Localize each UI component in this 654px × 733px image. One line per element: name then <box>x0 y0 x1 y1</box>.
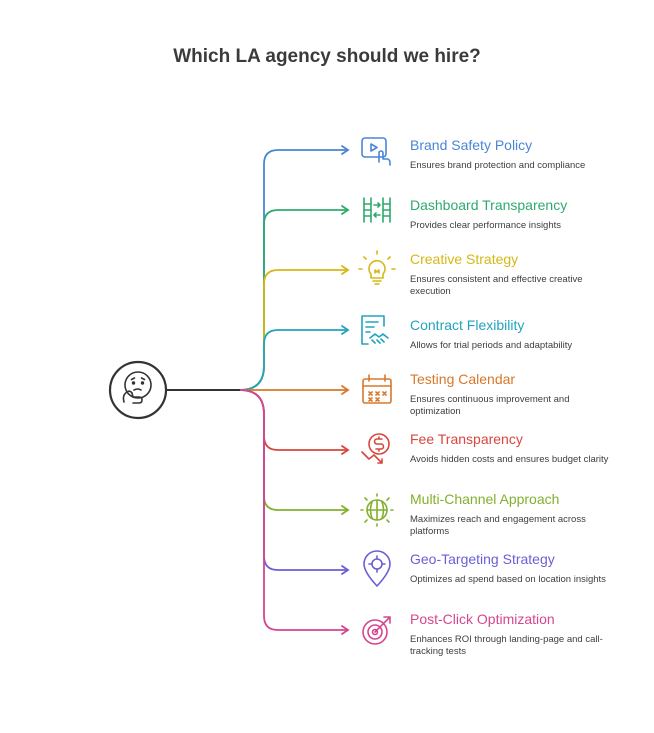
branch-line <box>239 389 348 571</box>
branch-line <box>239 209 348 391</box>
calendar-icon <box>362 374 392 404</box>
item-title: Creative Strategy <box>410 251 519 267</box>
item-description: Ensures brand protection and compliance <box>410 160 586 171</box>
arrowhead <box>341 565 350 575</box>
arrowhead <box>341 445 350 455</box>
item-icons <box>358 137 396 645</box>
item-title: Post-Click Optimization <box>410 611 555 627</box>
arrowhead <box>341 205 350 215</box>
branch-line <box>239 389 348 631</box>
arrowhead <box>341 265 350 275</box>
item-title: Brand Safety Policy <box>410 137 533 153</box>
thinking-face-icon <box>122 371 152 404</box>
item-title: Multi-Channel Approach <box>410 491 560 507</box>
item-description: Allows for trial periods and adaptabilit… <box>410 340 573 351</box>
arrowhead <box>341 505 350 515</box>
globe-icon <box>360 493 394 527</box>
item-title: Geo-Targeting Strategy <box>410 551 555 567</box>
arrowhead <box>341 145 350 155</box>
item-title: Fee Transparency <box>410 431 523 447</box>
arrowhead <box>341 385 350 395</box>
branch-line <box>239 329 348 391</box>
item-title: Testing Calendar <box>410 371 516 387</box>
item-title: Dashboard Transparency <box>410 197 568 213</box>
contract-handshake-icon <box>361 315 389 345</box>
video-tap-icon <box>361 137 391 166</box>
dollar-down-icon <box>361 433 390 464</box>
branch-line <box>239 389 348 451</box>
branch-lines <box>166 145 350 635</box>
item-description: Ensures consistent and effective creativ… <box>410 274 583 297</box>
arrowhead <box>341 625 350 635</box>
arrowhead <box>341 325 350 335</box>
columns-arrows-icon <box>363 197 391 223</box>
item-description: Enhances ROI through landing-page and ca… <box>410 634 603 657</box>
root-node <box>108 360 168 420</box>
item-description: Ensures continuous improvement and optim… <box>410 394 570 417</box>
item-description: Maximizes reach and engagement across pl… <box>410 514 586 537</box>
lightbulb-icon <box>358 250 396 285</box>
page-title: Which LA agency should we hire? <box>173 46 481 67</box>
item-description: Provides clear performance insights <box>410 220 562 231</box>
item-title: Contract Flexibility <box>410 317 525 333</box>
item-description: Optimizes ad spend based on location ins… <box>410 574 606 585</box>
target-icon <box>362 616 391 645</box>
item-description: Avoids hidden costs and ensures budget c… <box>410 454 609 465</box>
location-pin-icon <box>363 550 391 587</box>
